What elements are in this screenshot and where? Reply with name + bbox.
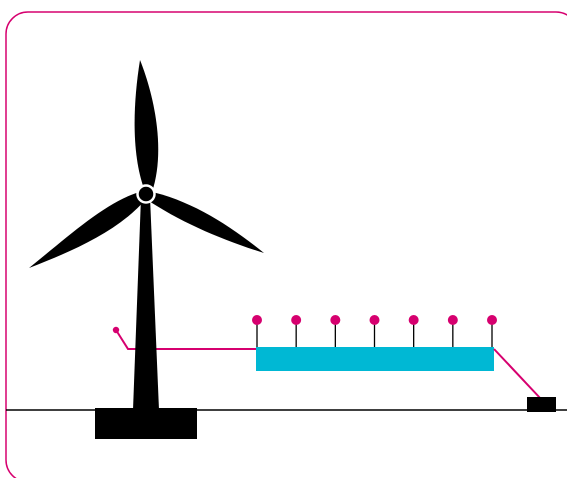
power-cable-left bbox=[115, 329, 258, 350]
sensor-pin-icon bbox=[447, 315, 458, 325]
sensor-pin-icon bbox=[408, 315, 419, 325]
sensor-pin-icon bbox=[291, 315, 302, 325]
diagram-frame bbox=[5, 11, 567, 478]
sensor-pin-icon bbox=[369, 315, 380, 325]
turbine-blade-right bbox=[146, 191, 264, 253]
sensor-pin-icon bbox=[487, 315, 497, 325]
terminal-box-icon bbox=[527, 397, 556, 412]
sensor-pin-icon bbox=[330, 315, 341, 325]
turbine-tower bbox=[133, 197, 159, 410]
turbine-hub bbox=[136, 184, 156, 204]
turbine-blade-up bbox=[134, 60, 159, 194]
turbine-blade-left bbox=[29, 191, 146, 268]
wind-turbine-icon bbox=[29, 60, 264, 410]
sensor-pin-icon bbox=[252, 315, 262, 325]
turbine-foundation bbox=[95, 408, 197, 439]
storage-tank-icon bbox=[256, 347, 494, 371]
cable-end-dot bbox=[112, 326, 120, 334]
sensor-array bbox=[252, 315, 497, 347]
power-cable-right bbox=[493, 348, 542, 400]
